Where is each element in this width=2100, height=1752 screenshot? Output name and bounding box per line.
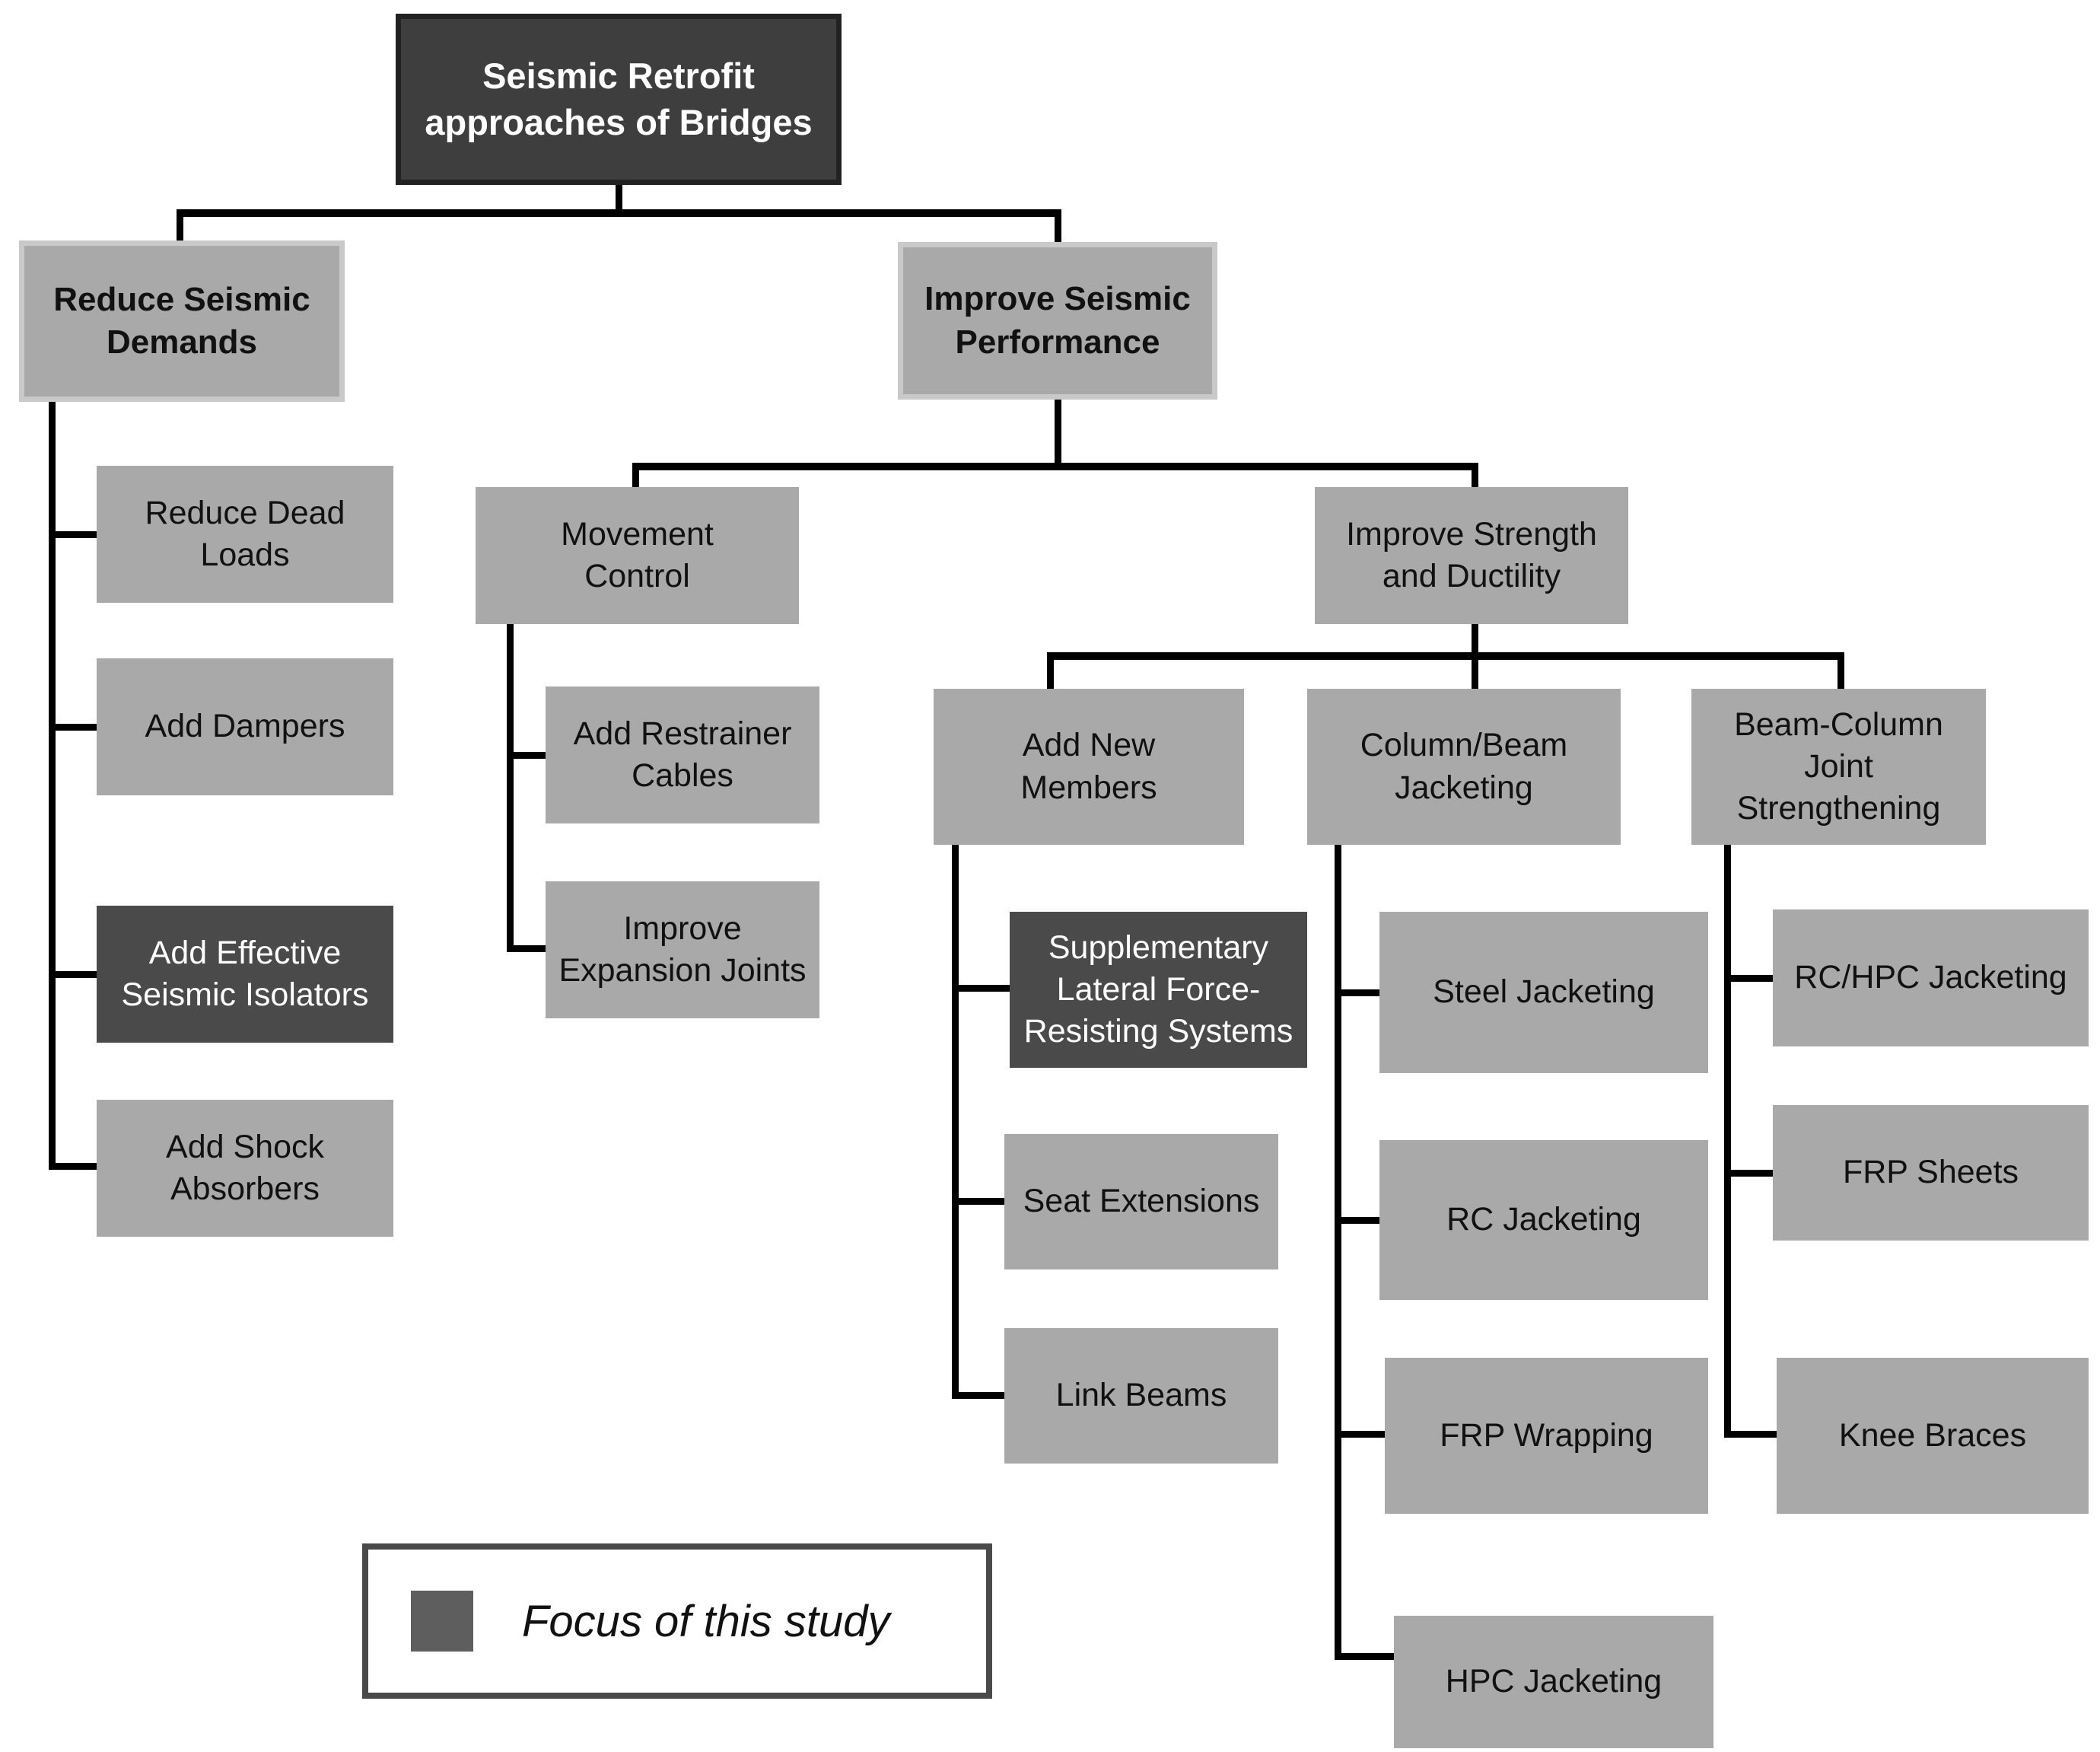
connector	[49, 400, 56, 1170]
node-label: Add Dampers	[145, 708, 345, 745]
node-add-shock-absorbers: Add Shock Absorbers	[97, 1100, 393, 1237]
connector	[507, 624, 514, 952]
node-label: Add New Members	[1020, 727, 1157, 806]
connector	[507, 752, 549, 759]
connector	[177, 209, 1061, 217]
legend: Focus of this study	[362, 1543, 992, 1699]
connector	[1335, 1431, 1388, 1438]
node-label: Supplementary Lateral Force- Resisting S…	[1023, 929, 1293, 1050]
connector	[1472, 463, 1478, 491]
connector	[616, 185, 622, 213]
node-label: Seismic Retrofit approaches of Bridges	[425, 56, 813, 142]
connector	[49, 971, 100, 978]
connector	[1335, 1653, 1397, 1660]
node-label: Add Restrainer Cables	[573, 715, 792, 794]
node-frp-sheets: FRP Sheets	[1773, 1105, 2089, 1241]
connector	[1724, 1170, 1776, 1177]
connector	[49, 724, 100, 731]
node-label: Add Shock Absorbers	[166, 1128, 324, 1207]
node-label: Reduce Dead Loads	[145, 494, 345, 573]
node-knee-braces: Knee Braces	[1777, 1358, 2089, 1514]
connector	[1335, 1217, 1382, 1224]
connector	[632, 463, 639, 491]
connector	[1724, 975, 1776, 982]
node-improve-seismic-performance: Improve Seismic Performance	[898, 242, 1217, 400]
node-add-effective-seismic-isolators: Add Effective Seismic Isolators	[97, 906, 393, 1043]
node-rc-jacketing: RC Jacketing	[1379, 1140, 1708, 1300]
node-label: Add Effective Seismic Isolators	[121, 934, 369, 1013]
node-label: FRP Sheets	[1842, 1154, 2019, 1191]
connector	[177, 209, 183, 244]
node-rc-hpc-jacketing: RC/HPC Jacketing	[1773, 909, 2089, 1046]
node-add-new-members: Add New Members	[934, 689, 1244, 845]
node-improve-strength-and-ductility: Improve Strength and Ductility	[1315, 487, 1628, 624]
node-improve-expansion-joints: Improve Expansion Joints	[546, 881, 819, 1018]
node-hpc-jacketing: HPC Jacketing	[1394, 1616, 1713, 1748]
node-label: Steel Jacketing	[1433, 973, 1655, 1011]
connector	[49, 531, 100, 538]
node-seismic-retrofit-approaches: Seismic Retrofit approaches of Bridges	[396, 14, 842, 185]
node-label: Beam-Column Joint Strengthening	[1734, 706, 1943, 827]
legend-label: Focus of this study	[522, 1596, 890, 1646]
node-label: Improve Seismic Performance	[924, 280, 1191, 361]
node-label: FRP Wrapping	[1440, 1416, 1653, 1454]
node-label: Link Beams	[1055, 1377, 1227, 1414]
node-label: RC Jacketing	[1446, 1201, 1641, 1238]
node-steel-jacketing: Steel Jacketing	[1379, 912, 1708, 1073]
node-supplementary-lateral-force-resisting-systems: Supplementary Lateral Force- Resisting S…	[1010, 912, 1307, 1068]
connector	[1335, 989, 1382, 996]
node-label: Movement Control	[561, 515, 714, 594]
connector	[952, 985, 1013, 992]
node-beam-column-joint-strengthening: Beam-Column Joint Strengthening	[1691, 689, 1986, 845]
node-label: Knee Braces	[1838, 1416, 2027, 1454]
connector	[1047, 652, 1054, 693]
node-add-restrainer-cables: Add Restrainer Cables	[546, 686, 819, 823]
connector	[1335, 845, 1341, 1660]
connector	[1055, 400, 1061, 470]
node-label: RC/HPC Jacketing	[1794, 959, 2067, 996]
node-label: Reduce Seismic Demands	[53, 280, 310, 361]
node-seat-extensions: Seat Extensions	[1004, 1134, 1278, 1269]
node-movement-control: Movement Control	[476, 487, 799, 624]
node-column-beam-jacketing: Column/Beam Jacketing	[1307, 689, 1621, 845]
node-label: HPC Jacketing	[1445, 1663, 1662, 1700]
connector	[632, 463, 1478, 470]
connector	[1055, 209, 1061, 246]
node-label: Seat Extensions	[1023, 1183, 1260, 1220]
connector	[952, 1198, 1007, 1205]
connector	[507, 945, 549, 952]
node-reduce-dead-loads: Reduce Dead Loads	[97, 466, 393, 603]
connector	[1724, 845, 1731, 1438]
node-label: Improve Strength and Ductility	[1346, 515, 1597, 594]
connector	[1047, 652, 1844, 660]
connector	[1838, 652, 1844, 693]
focus-swatch-icon	[411, 1591, 473, 1652]
node-link-beams: Link Beams	[1004, 1328, 1278, 1464]
node-label: Column/Beam Jacketing	[1360, 727, 1568, 806]
node-add-dampers: Add Dampers	[97, 658, 393, 795]
connector	[1724, 1431, 1780, 1438]
connector	[952, 1392, 1007, 1399]
connector	[952, 845, 959, 1399]
node-label: Improve Expansion Joints	[558, 909, 807, 989]
node-frp-wrapping: FRP Wrapping	[1385, 1358, 1708, 1514]
connector	[49, 1163, 100, 1170]
node-reduce-seismic-demands: Reduce Seismic Demands	[19, 241, 345, 402]
